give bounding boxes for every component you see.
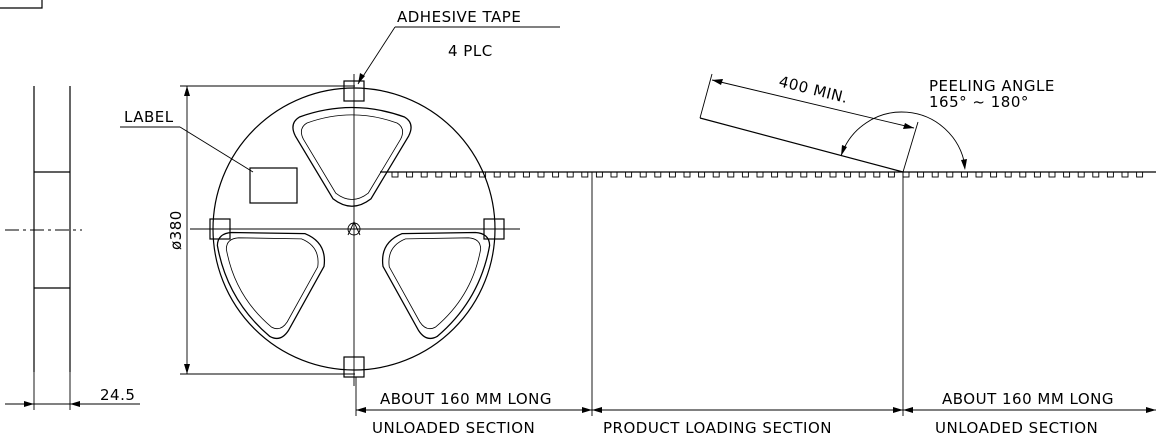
tape-pocket bbox=[712, 171, 720, 178]
tape-pocket bbox=[1121, 171, 1129, 178]
tape-pocket bbox=[391, 171, 399, 178]
tape-pocket bbox=[566, 171, 574, 178]
tape-pocket bbox=[698, 171, 706, 178]
tape-pocket bbox=[829, 171, 837, 178]
tape-pocket bbox=[873, 171, 881, 178]
tape-pocket bbox=[1136, 171, 1144, 178]
tape-pocket bbox=[902, 171, 910, 178]
tape-pocket bbox=[1019, 171, 1027, 178]
tape-pocket bbox=[946, 171, 954, 178]
tape-pocket bbox=[960, 171, 968, 178]
tape-pocket bbox=[420, 171, 428, 178]
tape-pocket bbox=[771, 171, 779, 178]
carrier-tape bbox=[355, 171, 1156, 416]
unloaded-section-right: UNLOADED SECTION bbox=[935, 419, 1098, 437]
tape-pocket bbox=[887, 171, 895, 178]
angle-range-label: 165° ~ 180° bbox=[929, 93, 1029, 111]
label-leader bbox=[120, 126, 254, 173]
tape-pocket bbox=[990, 171, 998, 178]
tape-pocket bbox=[1077, 171, 1085, 178]
tape-pocket bbox=[727, 171, 735, 178]
tape-pocket bbox=[406, 171, 414, 178]
tape-pocket bbox=[595, 171, 603, 178]
tape-pocket bbox=[493, 171, 501, 178]
tape-pocket bbox=[1048, 171, 1056, 178]
tape-pocket bbox=[1106, 171, 1114, 178]
tape-pocket bbox=[1033, 171, 1041, 178]
tape-pocket bbox=[552, 171, 560, 178]
frame-corner bbox=[0, 0, 43, 9]
tape-pocket bbox=[435, 171, 443, 178]
peeling-angle-label: PEELING ANGLE bbox=[929, 77, 1055, 95]
reel-front-view bbox=[190, 74, 520, 386]
tape-pocket bbox=[639, 171, 647, 178]
tape-pocket bbox=[1063, 171, 1071, 178]
section-dimensions bbox=[356, 407, 1156, 413]
peeling-geometry bbox=[699, 73, 967, 173]
tape-pocket bbox=[917, 171, 925, 178]
tape-pocket bbox=[625, 171, 633, 178]
tape-pocket bbox=[537, 171, 545, 178]
about-length-left: ABOUT 160 MM LONG bbox=[380, 390, 552, 408]
tape-pocket bbox=[610, 171, 618, 178]
tape-pocket bbox=[858, 171, 866, 178]
tape-pocket bbox=[741, 171, 749, 178]
tape-pocket bbox=[479, 171, 487, 178]
tape-pocket bbox=[668, 171, 676, 178]
unloaded-section-left: UNLOADED SECTION bbox=[372, 419, 535, 437]
tape-pocket bbox=[785, 171, 793, 178]
label-callout: LABEL bbox=[124, 108, 174, 126]
tape-pocket bbox=[931, 171, 939, 178]
tape-pocket bbox=[581, 171, 589, 178]
tape-pocket bbox=[844, 171, 852, 178]
adhesive-tape-leader bbox=[357, 26, 560, 85]
tape-pocket bbox=[464, 171, 472, 178]
tape-pocket bbox=[1092, 171, 1100, 178]
about-length-right: ABOUT 160 MM LONG bbox=[942, 390, 1114, 408]
tape-pocket bbox=[800, 171, 808, 178]
min-length-label: 400 MIN. bbox=[777, 72, 850, 107]
tape-pocket bbox=[683, 171, 691, 178]
diameter-dimension-lines bbox=[180, 85, 355, 375]
tape-pocket bbox=[522, 171, 530, 178]
tape-pocket bbox=[756, 171, 764, 178]
tape-pocket bbox=[449, 171, 457, 178]
tape-pocket bbox=[814, 171, 822, 178]
plc-label: 4 PLC bbox=[448, 42, 493, 60]
product-loading-section: PRODUCT LOADING SECTION bbox=[603, 419, 832, 437]
diameter-label: ø380 bbox=[167, 210, 185, 250]
tape-pocket bbox=[1004, 171, 1012, 178]
width-dimension: 24.5 bbox=[100, 386, 135, 404]
reel-side-view bbox=[5, 86, 140, 410]
adhesive-tape-label: ADHESIVE TAPE bbox=[397, 8, 521, 26]
tape-pocket bbox=[975, 171, 983, 178]
tape-pocket bbox=[508, 171, 516, 178]
tape-pocket bbox=[654, 171, 662, 178]
